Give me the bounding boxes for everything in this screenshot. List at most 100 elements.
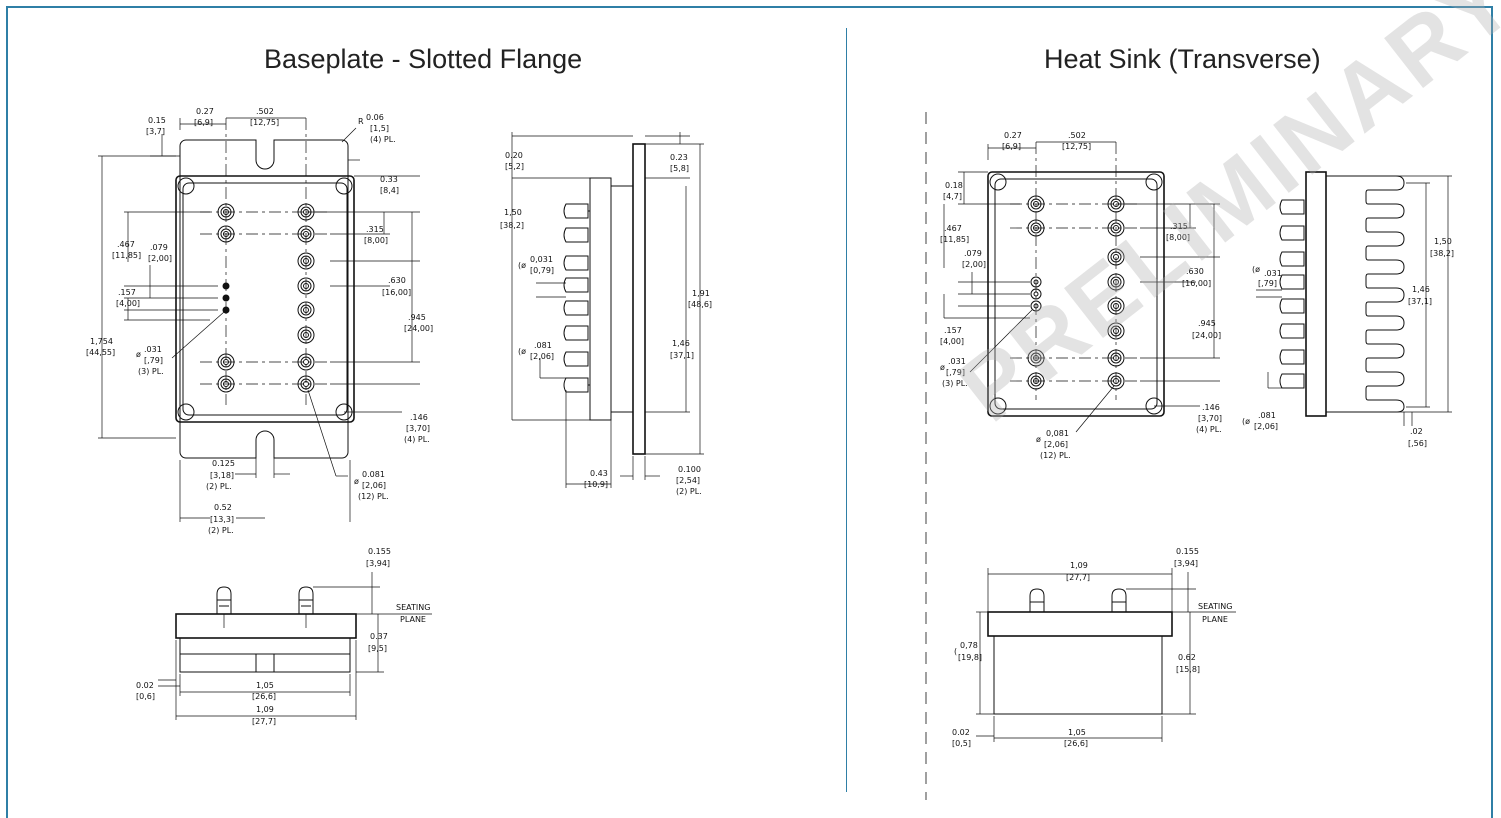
hs-dim-945: .945	[1198, 319, 1216, 328]
dim-467: .467	[117, 240, 135, 249]
dim-0100: 0.100	[678, 465, 701, 474]
hs-dim-630: .630	[1186, 267, 1204, 276]
baseplate-front-view: 0.155 [3,94] SEATING PLANE 0.37 [9,5] 0.…	[136, 547, 432, 726]
dim-052-mm: [13,3]	[210, 515, 234, 524]
hs-dim-467-mm: [11,85]	[940, 235, 969, 244]
hs-front-dim-062-mm: [15,8]	[1176, 665, 1200, 674]
hs-front-dim-109: 1,09	[1070, 561, 1088, 570]
dim-0031-mm: [0,79]	[530, 266, 554, 275]
baseplate-side-view: 0.20 [5,2] 0.23 [5,8] 1,50 [38,2] (ø 0,0…	[500, 132, 712, 496]
dim-1754: 1,754	[90, 337, 113, 346]
hs-dim-146-note: (4) PL.	[1196, 425, 1222, 434]
dim-109-mm: [27,7]	[252, 717, 276, 726]
hs-front-dim-0155: 0.155	[1176, 547, 1199, 556]
dim-105-mm: [26,6]	[252, 692, 276, 701]
dim-0031: 0,031	[530, 255, 553, 264]
dim-0081-note: (12) PL.	[358, 492, 389, 501]
dim-157: .157	[118, 288, 136, 297]
dim-r006-mm: [1,5]	[370, 124, 389, 133]
hs-dim-031: .031	[948, 357, 966, 366]
hs-dim-315: .315	[1170, 222, 1188, 231]
dim-002: 0.02	[136, 681, 154, 690]
dim-146-mm: [37,1]	[670, 351, 694, 360]
hs-dim-146: .146	[1202, 403, 1220, 412]
hs-front-dim-002-mm: [0,5]	[952, 739, 971, 748]
dim-945: .945	[408, 313, 426, 322]
dim-146-mm: [3,70]	[406, 424, 430, 433]
dim-502-mm: [12,75]	[250, 118, 279, 127]
hs-front-dim-105-mm: [26,6]	[1064, 739, 1088, 748]
hs-side-dim-146: 1,46	[1412, 285, 1430, 294]
phi-0081-symbol: ø	[354, 477, 359, 486]
hs-dim-146-mm: [3,70]	[1198, 414, 1222, 423]
dim-502: .502	[256, 107, 274, 116]
hs-dim-502: .502	[1068, 131, 1086, 140]
dim-031: .031	[144, 345, 162, 354]
hs-side-dim-150: 1,50	[1434, 237, 1452, 246]
hs-side-dim-002: .02	[1410, 427, 1423, 436]
hs-dim-0081-note: (12) PL.	[1040, 451, 1071, 460]
dim-079-mm: [2,00]	[148, 254, 172, 263]
hs-dim-027-mm: [6,9]	[1002, 142, 1021, 151]
dim-002-mm: [0,6]	[136, 692, 155, 701]
page-frame	[6, 6, 1493, 818]
dim-146-note: (4) PL.	[404, 435, 430, 444]
dim-031-mm: [,79]	[144, 356, 163, 365]
hs-dim-467: .467	[944, 224, 962, 233]
hs-side-phi-symbol: (ø	[1252, 265, 1260, 274]
dim-037: 0.37	[370, 632, 388, 641]
phi-031-symbol: ø	[136, 350, 141, 359]
dim-945-mm: [24,00]	[404, 324, 433, 333]
dim-0155: 0.155	[368, 547, 391, 556]
dim-015: 0.15	[148, 116, 166, 125]
dim-467-mm: [11,85]	[112, 251, 141, 260]
dim-037-mm: [9,5]	[368, 644, 387, 653]
hs-dim-079-mm: [2,00]	[962, 260, 986, 269]
dim-0125: 0.125	[212, 459, 235, 468]
phi-081-symbol: (ø	[518, 347, 526, 356]
dim-105: 1,05	[256, 681, 274, 690]
dim-0125-note: (2) PL.	[206, 482, 232, 491]
hs-dim-0081: 0,081	[1046, 429, 1069, 438]
hs-plane-label: PLANE	[1202, 615, 1228, 624]
baseplate-top-view: 0.27 [6,9] .502 [12,75] 0.15 [3,7] R 0.0…	[86, 107, 433, 535]
plane-label: PLANE	[400, 615, 426, 624]
seating-label: SEATING	[396, 603, 430, 612]
phi-0031-symbol: (ø	[518, 261, 526, 270]
dim-146: .146	[410, 413, 428, 422]
baseplate-title: Baseplate - Slotted Flange	[264, 44, 583, 74]
dim-0125-mm: [3,18]	[210, 471, 234, 480]
dim-109: 1,09	[256, 705, 274, 714]
heatsink-title: Heat Sink (Transverse)	[1044, 44, 1321, 74]
dim-0155-mm: [3,94]	[366, 559, 390, 568]
dim-033-mm: [8,4]	[380, 186, 399, 195]
dim-146: 1,46	[672, 339, 690, 348]
hs-front-dim-0155-mm: [3,94]	[1174, 559, 1198, 568]
hs-front-dim-062: 0.62	[1178, 653, 1196, 662]
dim-r-label: R	[358, 117, 364, 126]
hs-side-dim-031: .031	[1264, 269, 1282, 278]
hs-front-dim-078: 0,78	[960, 641, 978, 650]
hs-front-dim-002: 0.02	[952, 728, 970, 737]
hs-dim-157: .157	[944, 326, 962, 335]
dim-020-mm: [5,2]	[505, 162, 524, 171]
hs-front-dim-078-mm: [19,8]	[958, 653, 982, 662]
hs-dim-502-mm: [12,75]	[1062, 142, 1091, 151]
dim-191-mm: [48,6]	[688, 300, 712, 309]
dim-027-mm: [6,9]	[194, 118, 213, 127]
hs-dim-079: .079	[964, 249, 982, 258]
hs-front-dim-105: 1,05	[1068, 728, 1086, 737]
dim-052: 0.52	[214, 503, 232, 512]
dim-020: 0.20	[505, 151, 523, 160]
hs-side-dim-002-mm: [,56]	[1408, 439, 1427, 448]
hs-dim-315-mm: [8,00]	[1166, 233, 1190, 242]
hs-dim-031-mm: [,79]	[946, 368, 965, 377]
dim-081: .081	[534, 341, 552, 350]
hs-seating-label: SEATING	[1198, 602, 1232, 611]
hs-side-dim-146-mm: [37,1]	[1408, 297, 1432, 306]
hs-front-dim-109-mm: [27,7]	[1066, 573, 1090, 582]
hs-phi-031-symbol: ø	[940, 363, 945, 372]
dim-1754-mm: [44,55]	[86, 348, 115, 357]
dim-043: 0.43	[590, 469, 608, 478]
